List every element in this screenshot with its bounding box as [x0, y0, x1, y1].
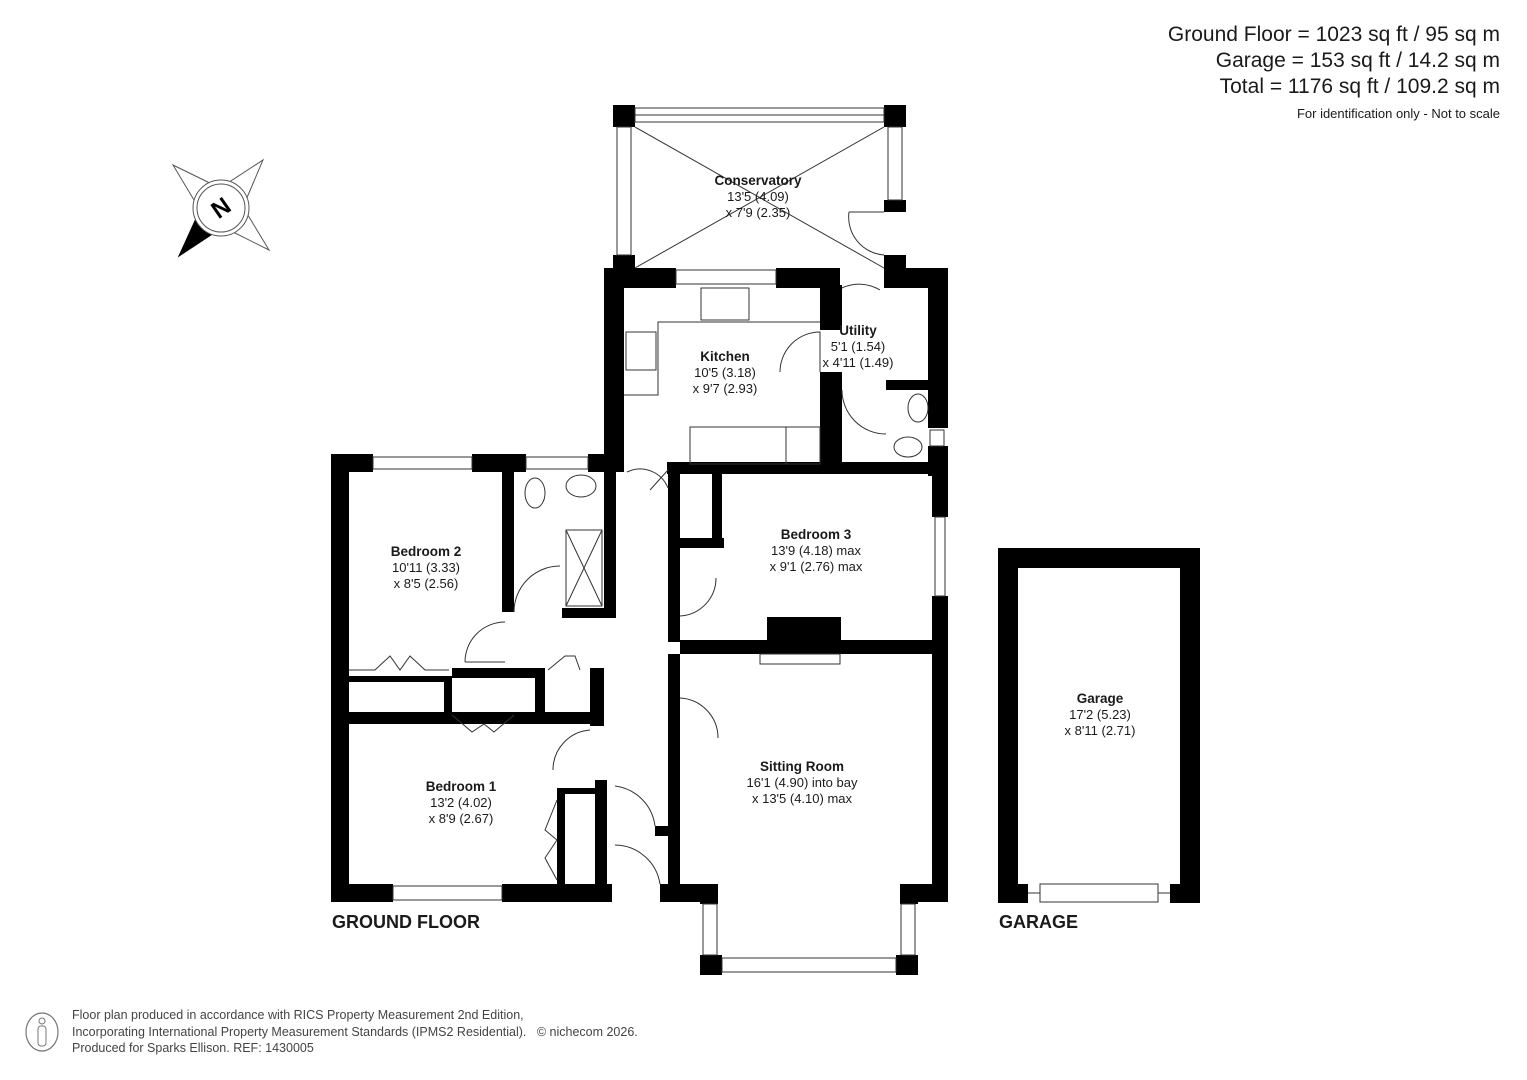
footer-line-1: Floor plan produced in accordance with R… [72, 1008, 524, 1022]
room-dim2: x 7'9 (2.35) [725, 205, 791, 220]
room-dim2: x 8'9 (2.67) [428, 811, 494, 826]
person-scale-icon [25, 1012, 59, 1052]
compass-north-icon: N [171, 158, 271, 258]
windows-and-fixtures [349, 107, 1170, 973]
room-dim1: 10'5 (3.18) [694, 365, 756, 380]
room-bedroom-3: Bedroom 3 13'9 (4.18) max x 9'1 (2.76) m… [770, 527, 863, 575]
ground-floor-area: Ground Floor = 1023 sq ft / 95 sq m [1167, 23, 1500, 46]
scale-note: For identification only - Not to scale [1296, 106, 1500, 121]
copyright: © nichecom 2026. [536, 1024, 638, 1039]
walls [331, 105, 1200, 975]
total-area: Total = 1176 sq ft / 109.2 sq m [1219, 75, 1500, 98]
room-garage: Garage 17'2 (5.23) x 8'11 (2.71) [1065, 691, 1136, 739]
room-dim1: 13'2 (4.02) [430, 795, 492, 810]
room-utility: Utility 5'1 (1.54) x 4'11 (1.49) [823, 323, 894, 371]
room-bedroom-1: Bedroom 1 13'2 (4.02) x 8'9 (2.67) [426, 779, 497, 827]
footer-credits: Floor plan produced in accordance with R… [72, 1007, 638, 1057]
room-bedroom-2: Bedroom 2 10'11 (3.33) x 8'5 (2.56) [391, 544, 462, 592]
garage-area: Garage = 153 sq ft / 14.2 sq m [1215, 49, 1500, 72]
room-name: Utility [839, 323, 877, 338]
room-name: Bedroom 1 [425, 779, 497, 794]
room-dim1: 5'1 (1.54) [830, 339, 886, 354]
footer-line-2: Incorporating International Property Mea… [72, 1024, 527, 1039]
room-dim2: x 9'7 (2.93) [692, 381, 758, 396]
room-dim2: x 4'11 (1.49) [822, 355, 894, 370]
room-name: Bedroom 3 [780, 527, 852, 542]
footer-line-3: Produced for Sparks Ellison. REF: 143000… [72, 1041, 314, 1055]
room-dim2: x 9'1 (2.76) max [769, 559, 863, 574]
room-kitchen: Kitchen 10'5 (3.18) x 9'7 (2.93) [693, 349, 758, 397]
room-dim1: 13'5 (4.09) [727, 189, 789, 204]
room-name: Bedroom 2 [390, 544, 462, 559]
room-name: Conservatory [714, 173, 802, 188]
room-conservatory: Conservatory 13'5 (4.09) x 7'9 (2.35) [714, 173, 801, 221]
room-name: Garage [1076, 691, 1124, 706]
garage-floor-label: GARAGE [999, 912, 1079, 932]
area-summary: Ground Floor = 1023 sq ft / 95 sq m Gara… [1168, 22, 1500, 124]
room-dim1: 16'1 (4.90) into bay [746, 775, 858, 790]
room-sitting-room: Sitting Room 16'1 (4.90) into bay x 13'5… [747, 759, 858, 807]
ground-floor-label: GROUND FLOOR [332, 912, 480, 932]
room-dim2: x 8'11 (2.71) [1064, 723, 1136, 738]
room-dim1: 17'2 (5.23) [1069, 707, 1131, 722]
room-dim2: x 13'5 (4.10) max [751, 791, 853, 806]
room-name: Kitchen [700, 349, 750, 364]
room-dim1: 10'11 (3.33) [391, 560, 461, 575]
room-dim1: 13'9 (4.18) max [771, 543, 861, 558]
room-dim2: x 8'5 (2.56) [393, 576, 459, 591]
room-name: Sitting Room [759, 759, 844, 774]
